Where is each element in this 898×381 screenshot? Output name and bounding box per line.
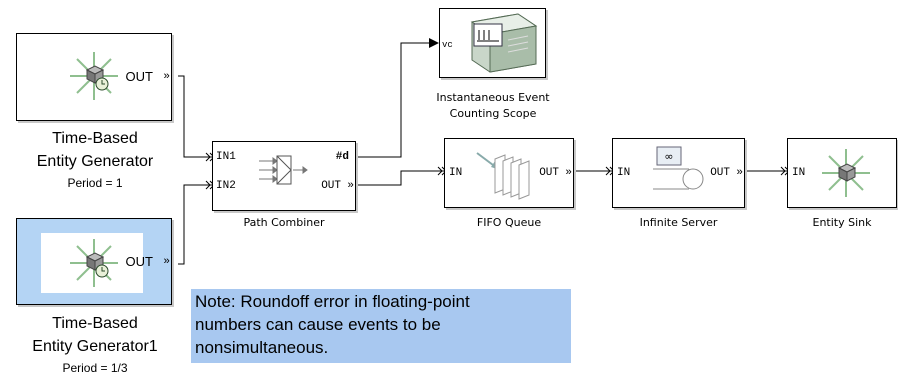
path-combiner-block[interactable]: IN1 IN2 #d OUT » (212, 141, 356, 211)
out-port-arrow: » (163, 256, 170, 268)
scope-block[interactable]: vc (439, 8, 546, 78)
out-port-arrow: » (736, 167, 743, 179)
queue-icon (476, 152, 530, 200)
port-out: OUT (539, 167, 559, 179)
line-gen1-to-combiner (178, 75, 212, 158)
port-out: OUT (321, 180, 341, 192)
scope-title-line1: Instantaneous Event (436, 91, 550, 104)
port-out: OUT (710, 167, 730, 179)
gen2-title-line2: Entity Generator1 (32, 338, 158, 355)
path-combiner-title: Path Combiner (243, 216, 325, 229)
path-combiner-icon (259, 155, 308, 185)
entity-sink-title: Entity Sink (812, 216, 872, 229)
port-in: IN (449, 167, 463, 179)
line-combiner-to-scope (356, 42, 438, 158)
gen1-period: Period = 1 (67, 176, 123, 190)
port-count: #d (335, 151, 349, 163)
note-line-2: numbers can cause events to be (195, 315, 441, 334)
gen2-title-line1: Time-Based (52, 315, 138, 332)
entity-generator-icon (70, 52, 118, 100)
infinite-server-title: Infinite Server (639, 216, 718, 229)
signal-arrowhead (429, 38, 439, 48)
note-line-3: nonsimultaneous. (195, 338, 329, 357)
scope-title-line2: Counting Scope (449, 107, 537, 120)
port-in: vc (442, 40, 453, 50)
port-out: OUT (125, 69, 153, 84)
gen2-period: Period = 1/3 (62, 361, 128, 375)
port-in2: IN2 (216, 180, 236, 192)
fifo-queue-title: FIFO Queue (476, 216, 542, 229)
out-port-arrow: » (163, 71, 170, 83)
entity-sink-icon (822, 149, 870, 197)
entity-sink-block[interactable]: IN (787, 138, 897, 208)
port-in: IN (792, 167, 806, 179)
entity-generator1-block[interactable]: OUT » (16, 218, 172, 305)
server-icon: ∞ (653, 146, 704, 190)
port-in1: IN1 (216, 151, 236, 163)
line-combiner-to-fifo (356, 170, 444, 186)
line-gen2-to-combiner (178, 184, 212, 265)
entity-generator-block[interactable]: OUT » (16, 33, 172, 121)
scope-icon (470, 13, 538, 73)
gen1-title-line1: Time-Based (52, 130, 138, 147)
out-port-arrow: » (347, 180, 354, 192)
out-port-arrow: » (565, 167, 572, 179)
gen1-title-line2: Entity Generator (36, 153, 154, 170)
port-out: OUT (125, 254, 153, 269)
roundoff-note[interactable]: Note: Roundoff error in floating-point n… (191, 289, 571, 363)
svg-text:∞: ∞ (664, 150, 673, 163)
port-in: IN (617, 167, 631, 179)
entity-generator-icon (70, 239, 118, 287)
infinite-server-block[interactable]: IN OUT » ∞ (612, 138, 745, 208)
fifo-queue-block[interactable]: IN OUT » (444, 138, 574, 208)
note-line-1: Note: Roundoff error in floating-point (195, 292, 470, 311)
